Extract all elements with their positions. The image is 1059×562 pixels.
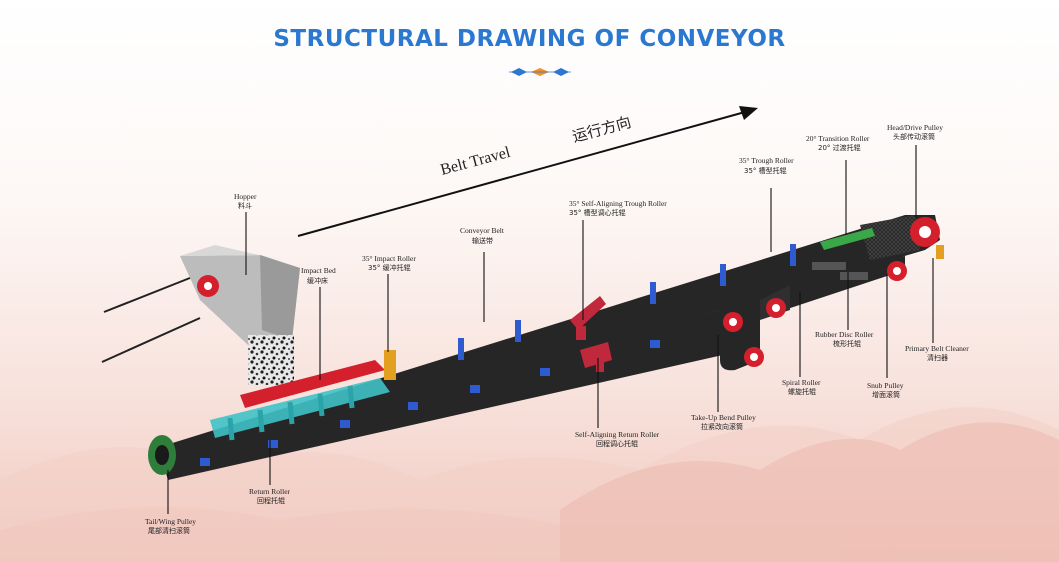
rubber-disc-rollers xyxy=(812,262,868,280)
trough-idlers xyxy=(458,244,796,360)
svg-text:回程托辊: 回程托辊 xyxy=(257,496,285,505)
svg-text:Snub Pulley: Snub Pulley xyxy=(867,381,904,390)
head-drive-pulley xyxy=(910,217,940,247)
svg-text:Tail/Wing Pulley: Tail/Wing Pulley xyxy=(145,517,196,526)
svg-text:Take-Up Bend Pulley: Take-Up Bend Pulley xyxy=(691,413,756,422)
svg-text:35° Self-Aligning Trough Roll: 35° Self-Aligning Trough Roller xyxy=(569,199,667,208)
label-spiral-roller: Spiral Roller 螺旋托辊 xyxy=(782,378,821,396)
svg-text:Head/Drive Pulley: Head/Drive Pulley xyxy=(887,123,943,132)
label-impact-bed: Impact Bed 缓冲床 xyxy=(301,266,336,285)
label-tail-wing-pulley: Tail/Wing Pulley 尾部清扫滚筒 xyxy=(145,517,196,535)
label-hopper: Hopper 料斗 xyxy=(234,192,257,210)
svg-text:Impact Bed: Impact Bed xyxy=(301,266,336,275)
primary-belt-cleaner xyxy=(936,245,944,259)
carrying-belt xyxy=(150,215,940,470)
hopper xyxy=(180,245,300,385)
return-idlers xyxy=(200,340,660,466)
label-takeup-bend-pulley: Take-Up Bend Pulley 拉紧改向滚筒 xyxy=(691,413,756,431)
svg-text:清扫器: 清扫器 xyxy=(927,353,948,362)
svg-text:料斗: 料斗 xyxy=(238,201,252,210)
svg-text:头部传动滚筒: 头部传动滚筒 xyxy=(893,132,935,141)
label-trough-roller: 35° Trough Roller 35° 槽型托辊 xyxy=(739,156,794,175)
self-aligning-return-roller xyxy=(580,342,612,372)
svg-text:输送带: 输送带 xyxy=(472,236,493,245)
svg-text:Self-Aligning Return Roller: Self-Aligning Return Roller xyxy=(575,430,660,439)
label-rubber-disc-roller: Rubber Disc Roller 梳形托辊 xyxy=(815,330,874,348)
svg-text:Conveyor Belt: Conveyor Belt xyxy=(460,226,505,235)
impact-bed xyxy=(210,360,390,441)
label-transition-roller: 20° Transition Roller 20° 过渡托辊 xyxy=(806,134,870,152)
svg-text:35° 槽型托辊: 35° 槽型托辊 xyxy=(744,166,787,175)
svg-text:回程调心托辊: 回程调心托辊 xyxy=(596,439,638,448)
belt-travel-label-cn: 运行方向 xyxy=(570,113,633,146)
takeup-bend-pulley-upper xyxy=(723,312,743,332)
svg-text:增面滚筒: 增面滚筒 xyxy=(872,390,900,399)
label-snub-pulley: Snub Pulley 增面滚筒 xyxy=(867,381,904,399)
svg-text:Rubber Disc Roller: Rubber Disc Roller xyxy=(815,330,874,339)
label-impact-roller: 35° Impact Roller 35° 缓冲托辊 xyxy=(362,254,416,272)
belt-travel-arrow xyxy=(297,106,758,237)
svg-text:拉紧改向滚筒: 拉紧改向滚筒 xyxy=(701,422,743,431)
label-self-aligning-trough-roller: 35° Self-Aligning Trough Roller 35° 槽型调心… xyxy=(569,199,667,217)
svg-text:缓冲床: 缓冲床 xyxy=(307,276,328,285)
takeup-bend-pulley-lower xyxy=(744,347,764,367)
head-frame-mesh xyxy=(860,215,920,260)
svg-text:Primary Belt Cleaner: Primary Belt Cleaner xyxy=(905,344,969,353)
hopper-pulley xyxy=(197,275,219,297)
label-conveyor-belt: Conveyor Belt 输送带 xyxy=(460,226,505,245)
feed-chute-lines xyxy=(101,271,206,363)
impact-roller xyxy=(384,350,396,380)
svg-text:Hopper: Hopper xyxy=(234,192,257,201)
snub-pulley xyxy=(887,261,907,281)
svg-text:梳形托辊: 梳形托辊 xyxy=(833,339,861,348)
svg-text:35° 槽型调心托辊: 35° 槽型调心托辊 xyxy=(569,208,626,217)
svg-text:35° Impact Roller: 35° Impact Roller xyxy=(362,254,416,263)
self-aligning-trough-roller xyxy=(570,296,606,340)
svg-text:Return Roller: Return Roller xyxy=(249,487,291,496)
label-return-roller: Return Roller 回程托辊 xyxy=(249,487,291,505)
svg-text:螺旋托辊: 螺旋托辊 xyxy=(788,387,816,396)
page-title: STRUCTURAL DRAWING OF CONVEYOR xyxy=(273,26,786,52)
svg-text:20° 过渡托辊: 20° 过渡托辊 xyxy=(818,143,861,152)
svg-text:35° 缓冲托辊: 35° 缓冲托辊 xyxy=(368,263,411,272)
belt-travel-label: Belt Travel xyxy=(439,144,513,179)
label-self-aligning-return-roller: Self-Aligning Return Roller 回程调心托辊 xyxy=(575,430,660,448)
svg-text:35° Trough Roller: 35° Trough Roller xyxy=(739,156,794,165)
svg-text:Spiral Roller: Spiral Roller xyxy=(782,378,821,387)
spiral-pulley xyxy=(766,298,786,318)
background-mountains xyxy=(0,407,1059,562)
leader-lines xyxy=(167,145,934,514)
title-divider-ornament xyxy=(509,68,571,76)
label-primary-belt-cleaner: Primary Belt Cleaner 清扫器 xyxy=(905,344,969,362)
svg-text:20° Transition Roller: 20° Transition Roller xyxy=(806,134,870,143)
transition-roller xyxy=(820,228,875,250)
label-head-drive-pulley: Head/Drive Pulley 头部传动滚筒 xyxy=(887,123,943,141)
tail-wing-pulley xyxy=(148,435,176,475)
svg-text:尾部清扫滚筒: 尾部清扫滚筒 xyxy=(148,526,190,535)
